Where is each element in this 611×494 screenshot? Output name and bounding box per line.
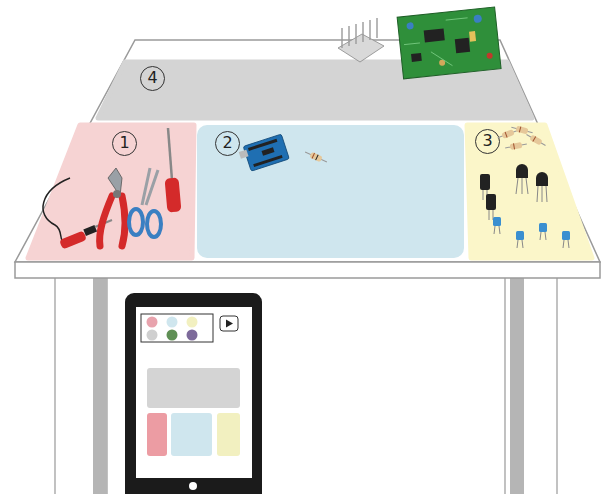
callout-number: 3 bbox=[475, 129, 500, 154]
table-leg bbox=[55, 276, 107, 494]
zone-shape bbox=[28, 125, 194, 258]
pliers bbox=[100, 168, 125, 246]
resistor bbox=[304, 149, 328, 165]
heatsink bbox=[338, 18, 384, 62]
bench-zone: 3 bbox=[467, 125, 592, 258]
resistor-group bbox=[497, 124, 547, 151]
bench-zone: 4 bbox=[98, 62, 532, 118]
table-leg bbox=[505, 276, 557, 494]
table-top bbox=[15, 40, 600, 262]
zone-shape bbox=[197, 125, 464, 258]
circuit-board bbox=[397, 7, 501, 79]
callout-number: 2 bbox=[215, 131, 240, 156]
screwdriver bbox=[165, 128, 182, 213]
blue-capacitor-group bbox=[493, 217, 570, 248]
arduino-board bbox=[238, 134, 290, 173]
bench-zone: 1 bbox=[28, 125, 194, 258]
tablet bbox=[125, 293, 262, 494]
callout-number: 1 bbox=[112, 131, 137, 156]
table-edge bbox=[15, 262, 600, 278]
table-leg-shade bbox=[93, 276, 107, 494]
callout-number: 4 bbox=[140, 66, 165, 91]
scissors bbox=[129, 168, 161, 237]
zone-shape bbox=[98, 62, 532, 118]
bench-zone: 2 bbox=[197, 125, 464, 258]
transistor-group bbox=[516, 164, 548, 202]
soldering-iron bbox=[43, 178, 112, 250]
table-leg-shade bbox=[510, 276, 524, 494]
capacitor-group bbox=[480, 174, 496, 220]
